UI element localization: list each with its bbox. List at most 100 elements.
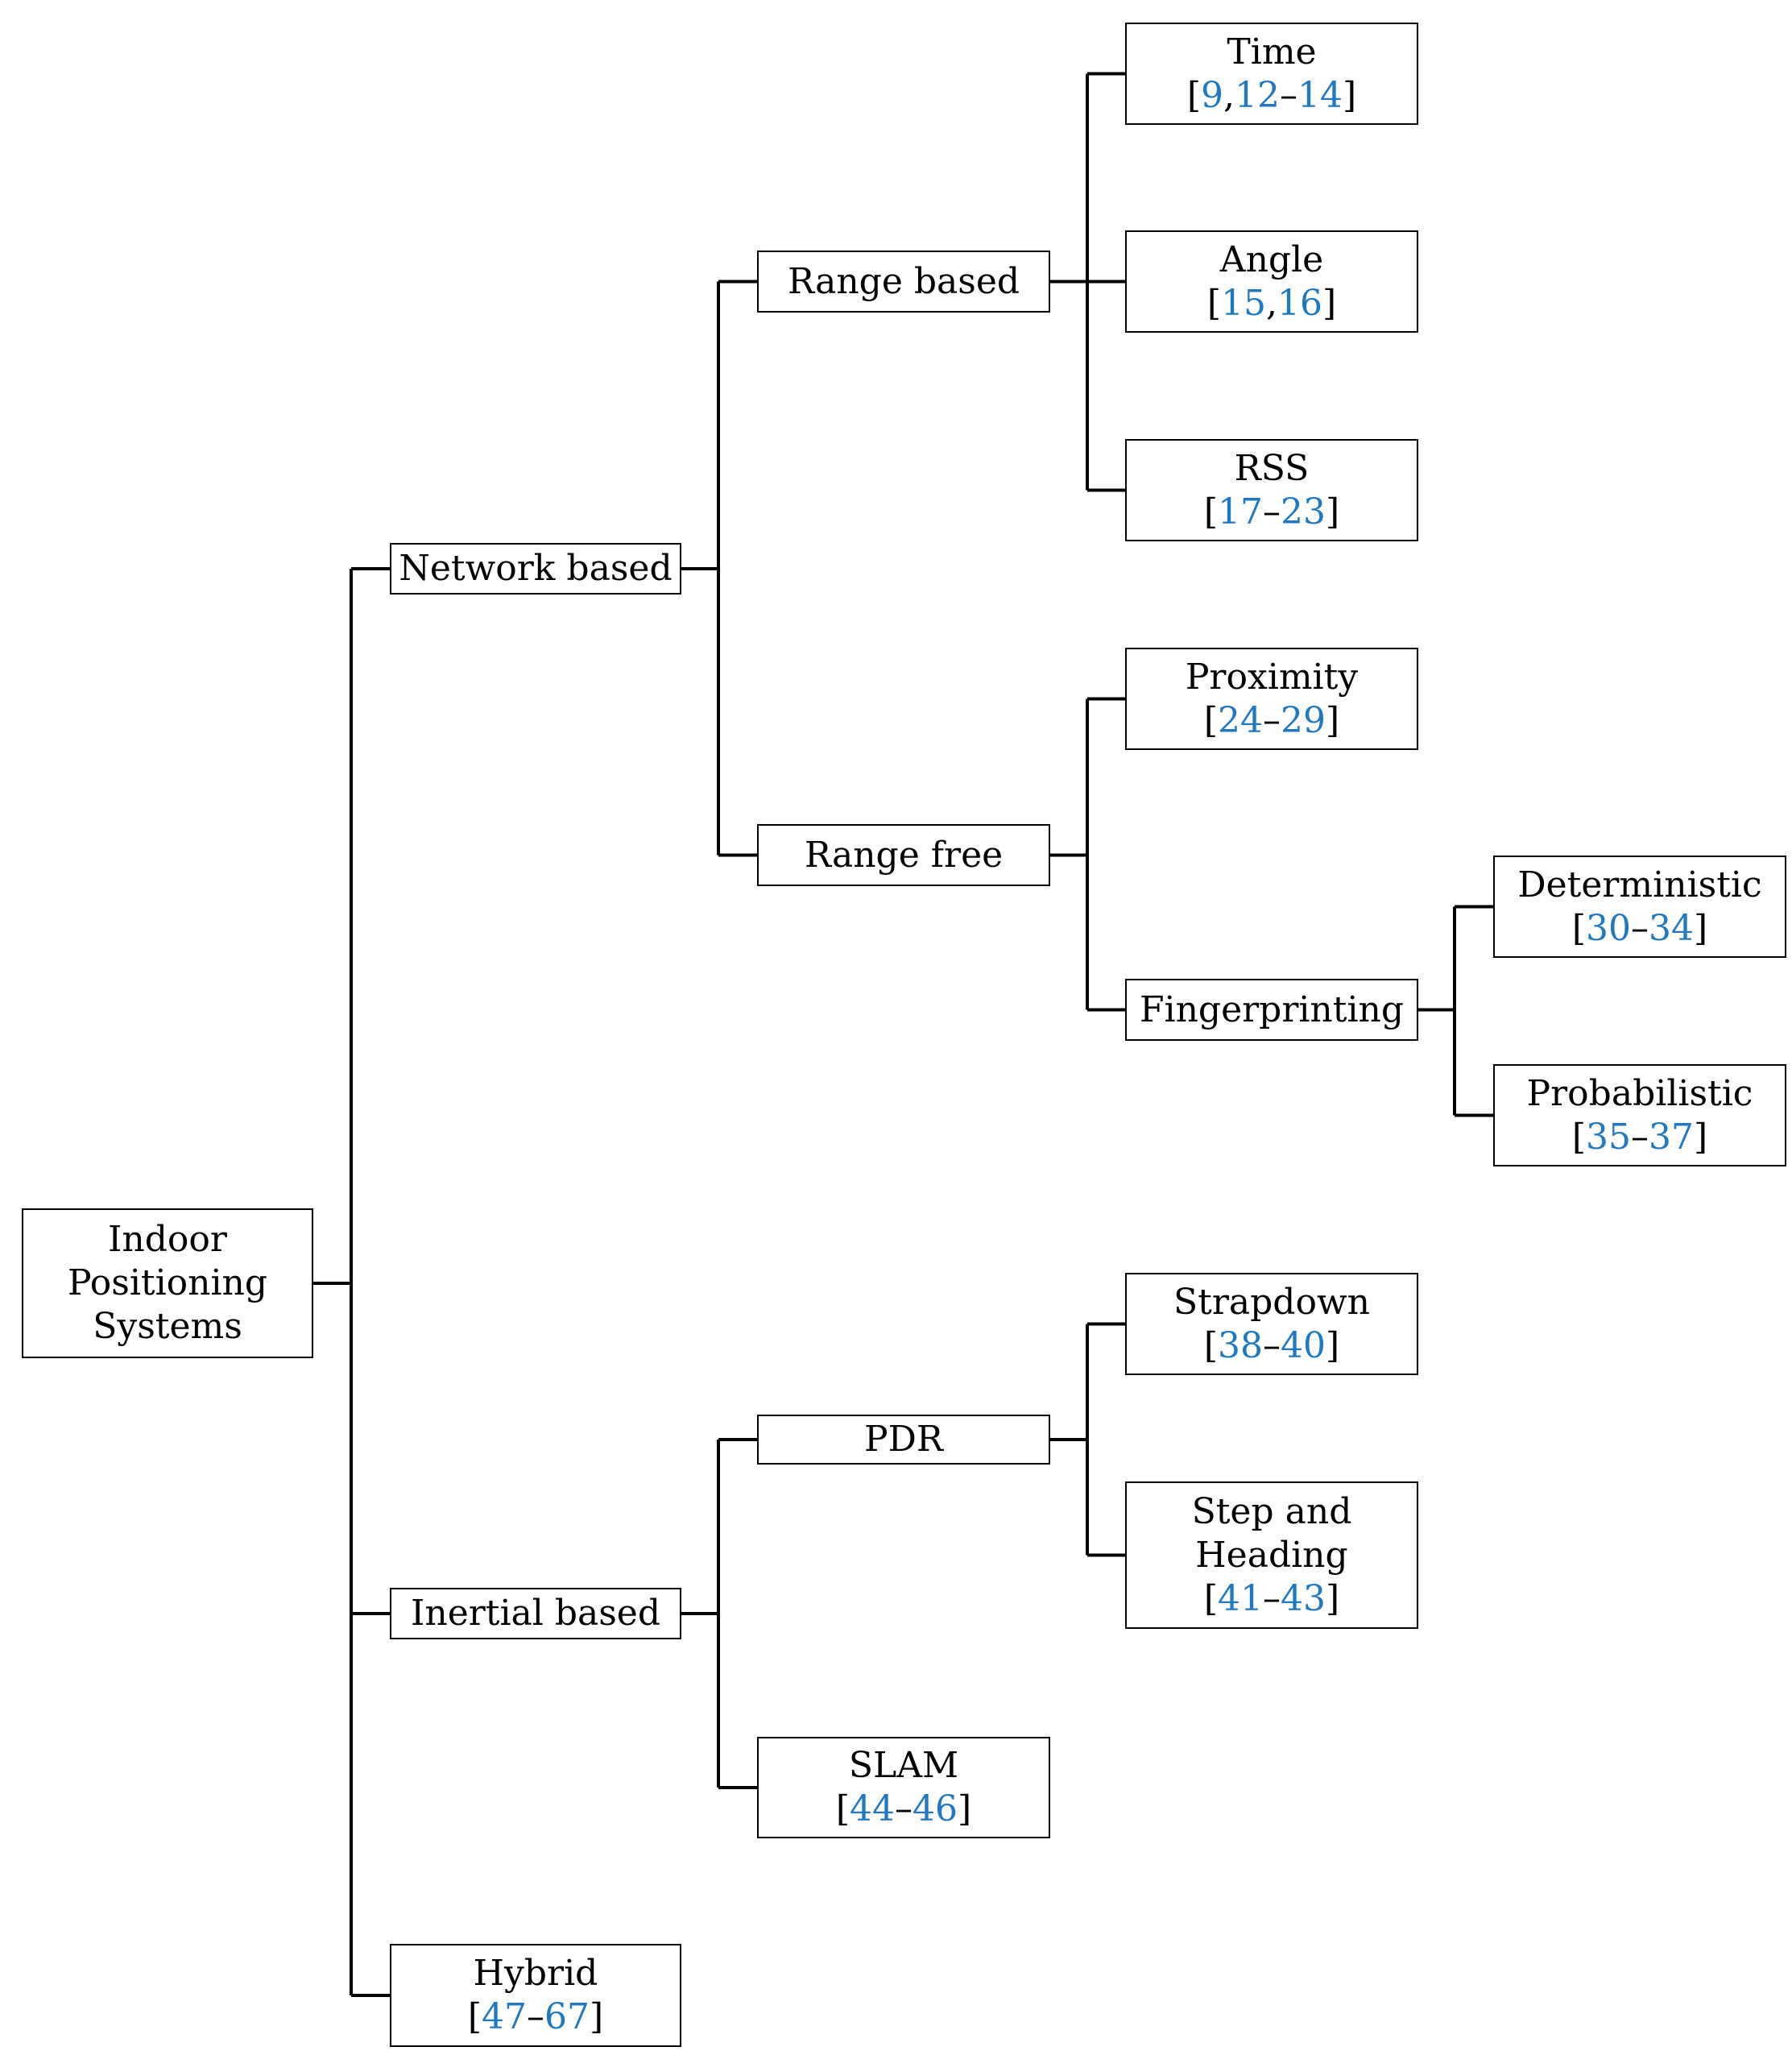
citation-separator: – [895,1788,913,1829]
node-label: Proximity [1185,656,1359,698]
citation-link[interactable]: 17 [1218,491,1263,532]
bracket-open: [ [1206,282,1221,324]
citation-ref: [30–34] [1572,907,1707,951]
citation-separator: – [1263,491,1281,532]
bracket-close: ] [590,1996,604,2037]
citation-separator: – [1263,699,1281,741]
bracket-open: [ [1203,1577,1218,1619]
citation-link[interactable]: 43 [1281,1577,1326,1619]
bracket-open: [ [1203,491,1218,532]
node-rss: RSS[17–23] [1125,439,1418,541]
citation-ref: [17–23] [1204,491,1339,534]
node-fingerprinting: Fingerprinting [1125,979,1418,1041]
node-proximity: Proximity[24–29] [1125,648,1418,750]
bracket-open: [ [1571,907,1586,949]
citation-link[interactable]: 12 [1235,74,1280,116]
citation-ref: [35–37] [1572,1116,1707,1159]
node-label: Angle [1219,238,1324,280]
citation-separator: , [1266,282,1277,324]
bracket-close: ] [1694,1116,1708,1158]
citation-link[interactable]: 23 [1281,491,1326,532]
citation-link[interactable]: 16 [1277,282,1322,324]
bracket-open: [ [1203,699,1218,741]
citation-ref: [44–46] [836,1788,971,1831]
node-label: PDR [863,1419,943,1460]
node-label: Hybrid [473,1953,598,1994]
bracket-close: ] [1326,699,1340,741]
bracket-close: ] [1322,282,1337,324]
citation-ref: [38–40] [1204,1324,1339,1368]
citation-separator: – [527,1996,544,2037]
node-label: Systems [93,1306,242,1347]
citation-link[interactable]: 34 [1649,907,1694,949]
node-range-based: Range based [757,251,1050,313]
node-label: Step and [1191,1490,1352,1532]
bracket-open: [ [1203,1324,1218,1366]
citation-separator: , [1223,74,1235,116]
node-label: Deterministic [1517,864,1762,905]
bracket-close: ] [958,1788,972,1829]
citation-ref: [47–67] [468,1995,603,2039]
node-label: Range based [787,260,1020,302]
node-label: Network based [399,548,673,589]
bracket-close: ] [1694,907,1708,949]
citation-link[interactable]: 46 [913,1788,958,1829]
node-label: Heading [1195,1534,1348,1576]
citation-link[interactable]: 40 [1281,1324,1326,1366]
citation-link[interactable]: 41 [1218,1577,1263,1619]
citation-link[interactable]: 24 [1218,699,1263,741]
citation-link[interactable]: 67 [544,1996,590,2037]
node-inertial: Inertial based [390,1588,681,1639]
citation-link[interactable]: 9 [1201,74,1223,116]
node-label: Range free [804,834,1004,876]
node-range-free: Range free [757,824,1050,886]
node-deterministic: Deterministic[30–34] [1493,856,1786,958]
citation-ref: [41–43] [1204,1577,1339,1621]
node-label: Inertial based [410,1593,661,1634]
node-strapdown: Strapdown[38–40] [1125,1273,1418,1375]
citation-ref: [24–29] [1204,699,1339,743]
citation-ref: [9,12–14] [1187,74,1356,118]
citation-separator: – [1631,1116,1649,1158]
node-label: Probabilistic [1526,1072,1753,1114]
citation-link[interactable]: 44 [850,1788,895,1829]
bracket-close: ] [1343,74,1357,116]
citation-link[interactable]: 37 [1649,1116,1694,1158]
node-label: Fingerprinting [1139,988,1405,1030]
node-pdr: PDR [757,1415,1050,1465]
node-hybrid: Hybrid[47–67] [390,1944,681,2047]
citation-link[interactable]: 35 [1586,1116,1631,1158]
citation-link[interactable]: 15 [1221,282,1266,324]
citation-link[interactable]: 29 [1281,699,1326,741]
citation-separator: – [1280,74,1297,116]
bracket-open: [ [467,1996,482,2037]
node-probabilistic: Probabilistic[35–37] [1493,1064,1786,1166]
bracket-open: [ [835,1788,850,1829]
citation-separator: – [1631,907,1649,949]
bracket-close: ] [1326,1324,1340,1366]
citation-ref: [15,16] [1207,282,1336,325]
node-label: RSS [1234,447,1310,489]
citation-separator: – [1263,1577,1281,1619]
citation-separator: – [1263,1324,1281,1366]
node-slam: SLAM[44–46] [757,1737,1050,1838]
node-label: Indoor [108,1219,227,1260]
citation-link[interactable]: 14 [1297,74,1343,116]
node-label: Strapdown [1173,1281,1370,1323]
citation-link[interactable]: 38 [1218,1324,1263,1366]
bracket-close: ] [1326,1577,1340,1619]
node-time: Time[9,12–14] [1125,23,1418,125]
citation-link[interactable]: 30 [1586,907,1631,949]
bracket-open: [ [1186,74,1201,116]
node-label: Time [1227,31,1317,73]
node-label: Positioning [67,1262,268,1303]
node-angle: Angle[15,16] [1125,230,1418,333]
citation-link[interactable]: 47 [482,1996,527,2037]
bracket-close: ] [1326,491,1340,532]
node-label: SLAM [848,1745,959,1786]
bracket-open: [ [1571,1116,1586,1158]
